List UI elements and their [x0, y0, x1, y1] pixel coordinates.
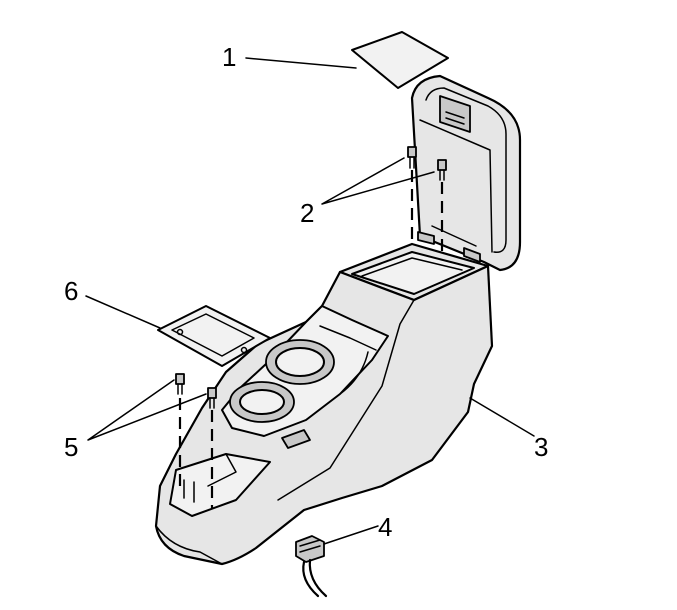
callout-6: 6 — [64, 276, 78, 306]
callout-4: 4 — [378, 512, 392, 542]
leader-line-4 — [323, 525, 379, 545]
part-5-screws — [175, 373, 217, 409]
leader-lines-5 — [87, 379, 207, 441]
callout-5: 5 — [64, 432, 78, 462]
part-4-connector — [295, 535, 328, 598]
callout-2: 2 — [300, 198, 314, 228]
leader-line-1 — [245, 57, 357, 69]
leader-line-6 — [85, 295, 161, 329]
part-6-cover-plate — [157, 305, 271, 367]
callout-3: 3 — [534, 432, 548, 462]
part-2-screws — [407, 146, 447, 181]
callout-1: 1 — [222, 42, 236, 72]
armrest-lid — [410, 74, 522, 272]
leader-line-3 — [469, 397, 535, 437]
leader-lines-2 — [321, 157, 435, 205]
part-3-console — [154, 242, 494, 566]
part-1-pad — [351, 31, 449, 89]
